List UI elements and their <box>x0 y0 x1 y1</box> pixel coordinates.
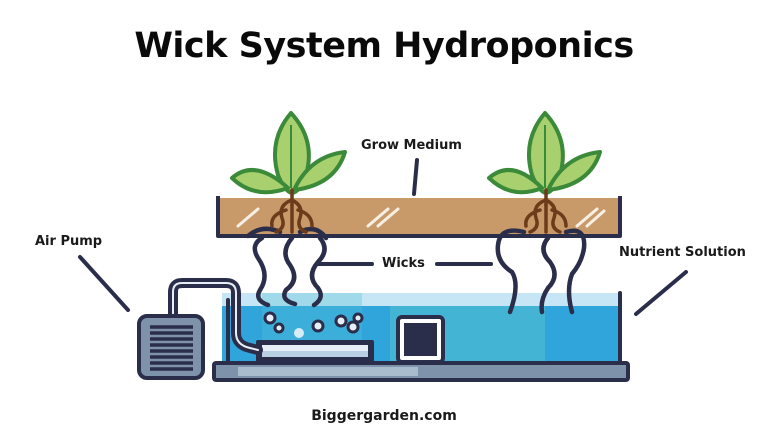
callout-lines <box>78 158 688 316</box>
air-stone <box>256 340 374 362</box>
wicks-label: Wicks <box>382 256 425 271</box>
air-pump-label: Air Pump <box>35 234 103 249</box>
diagram-title: Wick System Hydroponics <box>134 26 634 66</box>
plant-right <box>487 111 602 234</box>
nutrient-solution-pointer <box>634 270 688 316</box>
air-pump-pointer <box>78 255 130 312</box>
grow-medium-label: Grow Medium <box>361 138 462 153</box>
nutrient-solution-label: Nutrient Solution <box>619 245 746 260</box>
air-pump <box>137 314 205 380</box>
wicks-left <box>245 226 329 308</box>
site-credit: Biggergarden.com <box>311 408 457 424</box>
plant-left <box>230 111 347 234</box>
air-tube <box>168 278 263 355</box>
wicks-right <box>495 228 587 315</box>
grow-medium-pointer <box>412 158 419 196</box>
submerged-block <box>396 315 445 364</box>
base-tray <box>212 361 630 382</box>
air-bubbles <box>263 311 364 338</box>
